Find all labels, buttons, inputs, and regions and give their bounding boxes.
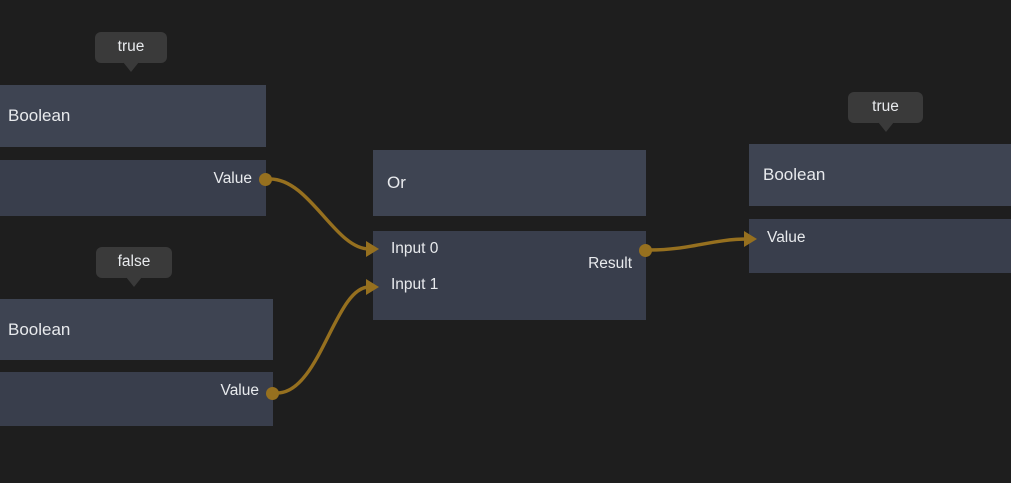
node-boolean-b-title: Boolean (8, 319, 71, 339)
port-label-or-input0: Input 0 (391, 240, 439, 257)
tooltip-boolean-a: true (95, 32, 167, 72)
port-row-or-result[interactable]: Result (588, 246, 646, 282)
node-boolean-out-title: Boolean (763, 165, 826, 184)
tooltip-boolean-out-label: true (872, 98, 899, 115)
tooltip-tail-icon (126, 277, 142, 287)
port-row-boolean-b-value[interactable]: Value (0, 372, 273, 409)
tooltip-boolean-b-label: false (117, 253, 151, 270)
node-boolean-out-header[interactable]: Boolean (749, 144, 1011, 206)
tooltip-boolean-a-label: true (117, 38, 145, 55)
tooltip-tail-icon (877, 122, 894, 132)
port-label-boolean-a-value: Value (213, 169, 253, 187)
port-row-or-input1[interactable]: Input 1 (373, 267, 646, 303)
node-boolean-out-body: Value (749, 219, 1011, 273)
port-arrow-or-input1[interactable] (366, 279, 379, 295)
port-label-or-result: Result (588, 255, 632, 272)
tooltip-boolean-out: true (848, 92, 923, 132)
port-label-boolean-out-value: Value (767, 228, 806, 246)
node-or[interactable]: Or Input 0 Input 1 Result (373, 150, 646, 320)
node-boolean-out[interactable]: Boolean Value (749, 144, 1011, 273)
node-boolean-a[interactable]: Boolean Value (0, 85, 266, 216)
port-label-boolean-b-value: Value (220, 381, 260, 399)
edge-boolb-input1 (275, 285, 371, 395)
port-arrow-boolean-out-value[interactable] (744, 231, 757, 247)
node-boolean-b-body: Value (0, 372, 273, 426)
node-boolean-a-body: Value (0, 160, 266, 216)
edge-boola-input0 (268, 177, 371, 251)
port-dot-boolean-a-value[interactable] (259, 173, 272, 186)
node-boolean-a-header[interactable]: Boolean (0, 85, 266, 147)
port-row-boolean-out-value[interactable]: Value (749, 219, 1011, 256)
node-or-title: Or (387, 173, 406, 192)
node-boolean-b[interactable]: Boolean Value (0, 299, 273, 426)
port-arrow-or-input0[interactable] (366, 241, 379, 257)
port-label-or-input1: Input 1 (391, 276, 439, 293)
tooltip-boolean-b: false (96, 247, 172, 287)
node-or-header[interactable]: Or (373, 150, 646, 216)
port-row-or-input0[interactable]: Input 0 (373, 231, 646, 267)
edge-result-value (648, 237, 750, 252)
port-dot-boolean-b-value[interactable] (266, 387, 279, 400)
node-boolean-a-title: Boolean (8, 106, 71, 125)
tooltip-tail-icon (123, 62, 139, 72)
node-boolean-b-header[interactable]: Boolean (0, 299, 273, 360)
port-dot-or-result[interactable] (639, 244, 652, 257)
port-row-boolean-a-value[interactable]: Value (0, 160, 266, 197)
node-or-body: Input 0 Input 1 Result (373, 231, 646, 320)
